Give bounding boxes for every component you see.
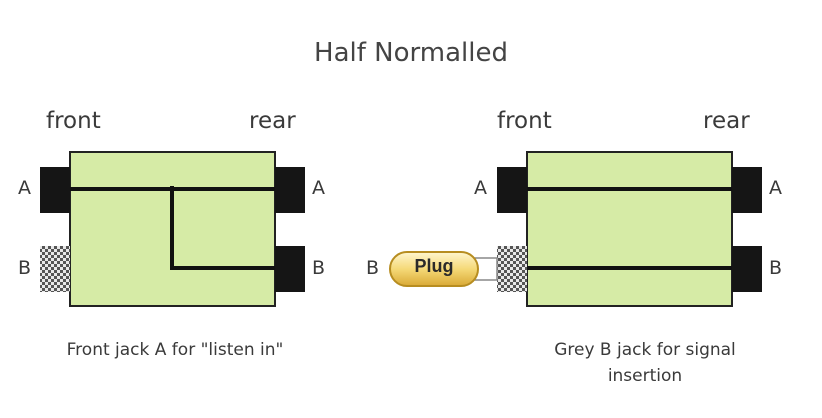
left-rear-label: rear	[249, 108, 296, 134]
left-rear-jack-a	[275, 167, 305, 213]
right-rear-label: rear	[703, 108, 750, 134]
left-rear-jack-b	[275, 246, 305, 292]
plug-body	[389, 251, 479, 287]
left-front-jack-a	[40, 167, 70, 213]
right-front-jack-b	[497, 246, 527, 292]
right-caption-line2: insertion	[607, 366, 683, 386]
right-rear-jack-b	[732, 246, 762, 292]
right-front-a-label: A	[474, 177, 487, 199]
left-patchbay	[40, 151, 305, 307]
left-front-label: front	[46, 108, 101, 134]
right-front-b-label: B	[366, 257, 380, 279]
right-rear-a-label: A	[769, 177, 782, 199]
right-rear-b-label: B	[769, 257, 783, 279]
left-rear-b-label: B	[312, 257, 326, 279]
left-front-a-label: A	[18, 177, 31, 199]
left-rear-a-label: A	[312, 177, 325, 199]
plug-connector	[389, 251, 498, 287]
left-front-jack-b	[40, 246, 70, 292]
right-patchbay	[389, 151, 762, 307]
right-panel	[526, 151, 733, 307]
diagram-title: Half Normalled	[314, 38, 508, 68]
right-caption-line1: Grey B jack for signal	[554, 340, 736, 360]
right-front-jack-a	[497, 167, 527, 213]
left-caption: Front jack A for "listen in"	[66, 340, 284, 360]
plug-label: Plug	[414, 256, 454, 276]
left-front-b-label: B	[18, 257, 32, 279]
right-front-label: front	[497, 108, 552, 134]
right-rear-jack-a	[732, 167, 762, 213]
